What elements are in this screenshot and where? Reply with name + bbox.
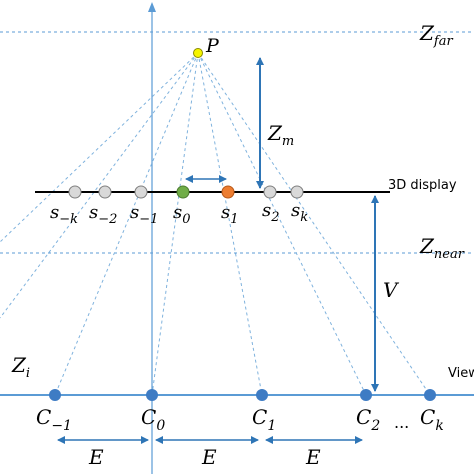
camera-dot-c1 <box>256 389 268 401</box>
ray-to-c1 <box>197 52 263 396</box>
label-c-minus-1: C−1 <box>36 405 72 434</box>
label-c2: C2 <box>356 405 380 434</box>
label-ck: Ck <box>420 405 444 434</box>
label-z-far: Zfar <box>419 21 453 49</box>
ray-to-ck <box>197 52 431 396</box>
label-p: P <box>205 35 220 57</box>
camera-dot-c0 <box>146 389 158 401</box>
rays-group <box>0 52 431 396</box>
ray-to-c2 <box>197 52 367 396</box>
camera-dot-ck <box>424 389 436 401</box>
label-s2: s2 <box>262 200 280 225</box>
point-p <box>193 48 203 58</box>
label-v: V <box>383 278 400 302</box>
center-axis-arrowhead <box>148 2 156 12</box>
dot-s1 <box>221 185 235 199</box>
label-s-minus-k: s−k <box>50 202 78 227</box>
camera-dot-c2 <box>360 389 372 401</box>
label-c1: C1 <box>252 405 276 434</box>
label-s-minus-1: s−1 <box>130 202 158 227</box>
dot-sk <box>290 185 304 199</box>
label-s1: s1 <box>221 202 239 227</box>
dot-s-minus-1 <box>134 185 148 199</box>
label-c0: C0 <box>141 405 165 434</box>
label-z-near: Znear <box>419 234 465 262</box>
label-e-1: E <box>88 445 104 469</box>
dot-s-minus-2 <box>98 185 112 199</box>
label-e-3: E <box>305 445 321 469</box>
label-z-m: Zm <box>267 121 294 149</box>
label-3d-display: 3D display <box>388 178 457 193</box>
camera-dot-c-1 <box>49 389 61 401</box>
ray-to-c0 <box>151 52 199 396</box>
ray-to-left-edge-1 <box>0 52 199 243</box>
ray-to-left-edge-2 <box>0 52 199 319</box>
label-ellipsis: ... <box>394 413 409 432</box>
dot-s-minus-k <box>68 185 82 199</box>
label-s0: s0 <box>173 202 191 227</box>
ray-to-c-1 <box>54 52 199 396</box>
label-z-i: Zi <box>11 353 30 381</box>
label-viewing: View <box>448 366 474 381</box>
dot-s0 <box>176 185 190 199</box>
label-s-minus-2: s−2 <box>89 202 117 227</box>
label-sk: sk <box>291 200 308 225</box>
dot-s2 <box>263 185 277 199</box>
label-e-2: E <box>201 445 217 469</box>
